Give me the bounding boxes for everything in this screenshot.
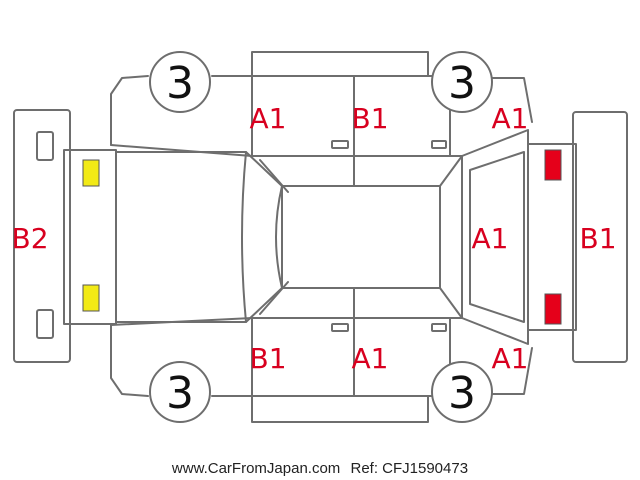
red-square-icon xyxy=(544,149,562,181)
wheel-rear-right xyxy=(431,361,493,423)
label-top-rear-corner: A1 xyxy=(492,102,529,135)
car-outline xyxy=(13,51,628,423)
label-bottom-rear-corner: A1 xyxy=(492,342,529,375)
damage-labels: A1 B1 A1 B2 A1 B1 B1 A1 A1 xyxy=(11,102,616,375)
top-view-body-outline xyxy=(63,143,577,331)
label-bottom-rear-door: A1 xyxy=(352,342,389,375)
label-rear-window: A1 xyxy=(472,222,509,255)
wheel-numbers: 3 3 3 3 xyxy=(166,58,476,419)
footer-watermark: www.CarFromJapan.com Ref: CFJ1590473 xyxy=(171,460,468,477)
yellow-square-icon xyxy=(82,284,100,312)
label-front-bumper: B2 xyxy=(11,222,48,255)
wheel-front-right-number: 3 xyxy=(448,58,476,109)
footer-ref: Ref: CFJ1590473 xyxy=(350,460,468,477)
label-top-rear-door: B1 xyxy=(351,102,388,135)
wheel-front-right xyxy=(431,51,493,113)
label-bottom-front-door: B1 xyxy=(249,342,286,375)
label-top-front-door: A1 xyxy=(250,102,287,135)
footer-site: www.CarFromJapan.com xyxy=(171,460,340,477)
front-bumper-outline xyxy=(13,109,71,363)
yellow-square-icon xyxy=(82,159,100,187)
wheel-front-left xyxy=(149,51,211,113)
wheel-rear-left-number: 3 xyxy=(166,368,194,419)
wheels xyxy=(149,51,493,423)
wheel-rear-left xyxy=(149,361,211,423)
rear-bumper-outline xyxy=(572,111,628,363)
red-square-icon xyxy=(544,293,562,325)
label-rear-bumper: B1 xyxy=(579,222,616,255)
lamp-markers xyxy=(82,149,562,325)
wheel-front-left-number: 3 xyxy=(166,58,194,109)
wheel-rear-right-number: 3 xyxy=(448,368,476,419)
